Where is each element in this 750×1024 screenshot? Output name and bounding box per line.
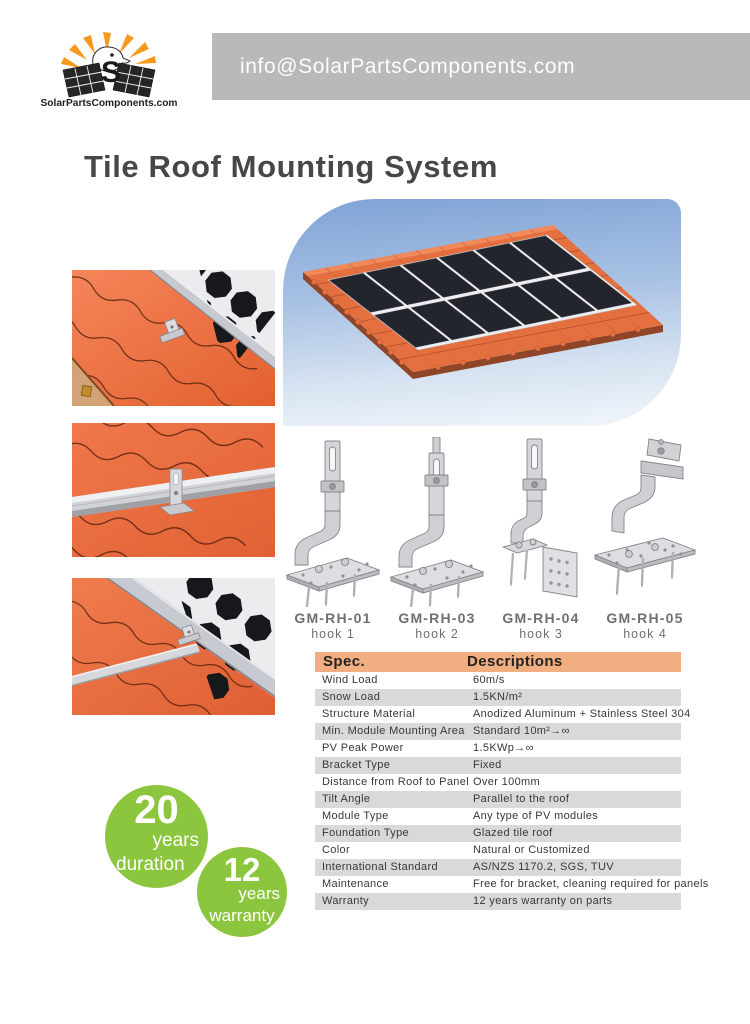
spec-label: Warranty bbox=[322, 895, 370, 907]
hook-4-figure-icon bbox=[593, 438, 697, 596]
spec-label: Min. Module Mounting Area bbox=[322, 725, 465, 737]
eagle-sun-panels-logo-icon: S SolarPartsComponents.com bbox=[41, 32, 178, 109]
spec-row: Distance from Roof to Panel Over 100mm bbox=[315, 774, 681, 791]
spec-value: Over 100mm bbox=[473, 776, 541, 788]
company-logo: S SolarPartsComponents.com bbox=[33, 28, 185, 109]
roof-hook-icon bbox=[159, 468, 195, 516]
solar-roof-illustration bbox=[303, 225, 663, 379]
hook-2-figure-icon bbox=[389, 437, 485, 607]
product-hook-3: GM-RH-04 hook 3 bbox=[489, 437, 593, 641]
photo-rail-hook-on-tile-roof bbox=[72, 423, 275, 557]
badge-label: duration bbox=[116, 854, 185, 875]
spec-row: Bracket Type Fixed bbox=[315, 757, 681, 774]
spec-label: Foundation Type bbox=[322, 827, 409, 839]
warranty-badge: 12 years warranty bbox=[197, 847, 287, 937]
mounting-rail-icon bbox=[72, 643, 201, 687]
duration-badge: 20 years duration bbox=[105, 785, 208, 888]
spec-value: 1.5KN/m² bbox=[473, 691, 523, 703]
badge-unit: years bbox=[152, 830, 199, 851]
product-hook-4: GM-RH-05 hook 4 bbox=[593, 437, 697, 641]
spec-row: Min. Module Mounting Area Standard 10m²→… bbox=[315, 723, 681, 740]
spec-label: PV Peak Power bbox=[322, 742, 404, 754]
spec-label: Wind Load bbox=[322, 674, 378, 686]
spec-table: Spec. Descriptions Wind Load 60m/s Snow … bbox=[315, 652, 708, 910]
photo-hook-on-tile-roof-2 bbox=[72, 578, 275, 715]
spec-table-header: Spec. Descriptions bbox=[315, 652, 681, 672]
spec-row: Structure Material Anodized Aluminum + S… bbox=[315, 706, 690, 723]
hook-3-figure-icon bbox=[501, 438, 578, 598]
spec-value: Natural or Customized bbox=[473, 844, 590, 856]
spec-label: Bracket Type bbox=[322, 759, 391, 771]
spec-table-body: Wind Load 60m/s Snow Load 1.5KN/m² Struc… bbox=[315, 672, 708, 910]
descriptions-header-label: Descriptions bbox=[467, 653, 563, 670]
spec-value: Parallel to the roof bbox=[473, 793, 570, 805]
logo-letter: S bbox=[101, 56, 121, 89]
spec-row: Wind Load 60m/s bbox=[315, 672, 681, 689]
spec-row: Color Natural or Customized bbox=[315, 842, 681, 859]
pv-array bbox=[327, 234, 638, 351]
spec-value: Glazed tile roof bbox=[473, 827, 553, 839]
spec-value: AS/NZS 1170.2, SGS, TUV bbox=[473, 861, 614, 873]
page-title: Tile Roof Mounting System bbox=[84, 149, 498, 184]
badge-unit: years bbox=[238, 884, 280, 903]
product-model: GM-RH-05 bbox=[606, 610, 684, 626]
contact-bar: info@SolarPartsComponents.com bbox=[212, 33, 750, 100]
roof-hook-icon bbox=[177, 624, 201, 646]
hook-products-row: GM-RH-01 hook 1 bbox=[281, 437, 697, 641]
spec-value: Anodized Aluminum + Stainless Steel 304 bbox=[473, 708, 691, 720]
spec-row: Warranty 12 years warranty on parts bbox=[315, 893, 681, 910]
spec-value: 1.5KWp→∞ bbox=[473, 742, 534, 754]
spec-label: Maintenance bbox=[322, 878, 389, 890]
product-model: GM-RH-03 bbox=[398, 610, 476, 626]
spec-label: Distance from Roof to Panel bbox=[322, 776, 470, 788]
spec-row: Foundation Type Glazed tile roof bbox=[315, 825, 681, 842]
product-hook-1: GM-RH-01 hook 1 bbox=[281, 437, 385, 641]
spec-value: Fixed bbox=[473, 759, 502, 771]
badge-number: 12 bbox=[223, 851, 261, 888]
product-name: hook 2 bbox=[415, 627, 459, 641]
spec-label: Module Type bbox=[322, 810, 389, 822]
spec-label: International Standard bbox=[322, 861, 438, 873]
spec-value: Free for bracket, cleaning required for … bbox=[473, 878, 709, 890]
spec-row: International Standard AS/NZS 1170.2, SG… bbox=[315, 859, 681, 876]
hook-1-figure-icon bbox=[285, 440, 381, 607]
spec-header-label: Spec. bbox=[323, 653, 366, 670]
spec-value: Standard 10m²→∞ bbox=[473, 725, 570, 737]
spec-label: Snow Load bbox=[322, 691, 381, 703]
logo-caption: SolarPartsComponents.com bbox=[41, 98, 178, 108]
roof-hook-icon bbox=[159, 318, 185, 343]
badge-number: 20 bbox=[134, 788, 179, 832]
spec-row: Tilt Angle Parallel to the roof bbox=[315, 791, 681, 808]
spec-row: Snow Load 1.5KN/m² bbox=[315, 689, 681, 706]
product-name: hook 3 bbox=[519, 627, 563, 641]
spec-label: Tilt Angle bbox=[322, 793, 371, 805]
spec-value: 60m/s bbox=[473, 674, 505, 686]
hero-panel bbox=[283, 199, 681, 426]
spec-value: 12 years warranty on parts bbox=[473, 895, 613, 907]
product-model: GM-RH-01 bbox=[294, 610, 372, 626]
contact-email[interactable]: info@SolarPartsComponents.com bbox=[240, 55, 576, 78]
spec-row: Module Type Any type of PV modules bbox=[315, 808, 681, 825]
product-model: GM-RH-04 bbox=[502, 610, 580, 626]
spec-label: Color bbox=[322, 844, 351, 856]
spec-row: Maintenance Free for bracket, cleaning r… bbox=[315, 876, 708, 893]
photo-hook-on-tile-roof-1 bbox=[72, 270, 275, 406]
product-name: hook 1 bbox=[311, 627, 355, 641]
spec-value: Any type of PV modules bbox=[473, 810, 599, 822]
spec-label: Structure Material bbox=[322, 708, 416, 720]
spec-row: PV Peak Power 1.5KWp→∞ bbox=[315, 740, 681, 757]
badge-label: warranty bbox=[209, 906, 275, 925]
product-name: hook 4 bbox=[623, 627, 667, 641]
product-hook-2: GM-RH-03 hook 2 bbox=[385, 437, 489, 641]
